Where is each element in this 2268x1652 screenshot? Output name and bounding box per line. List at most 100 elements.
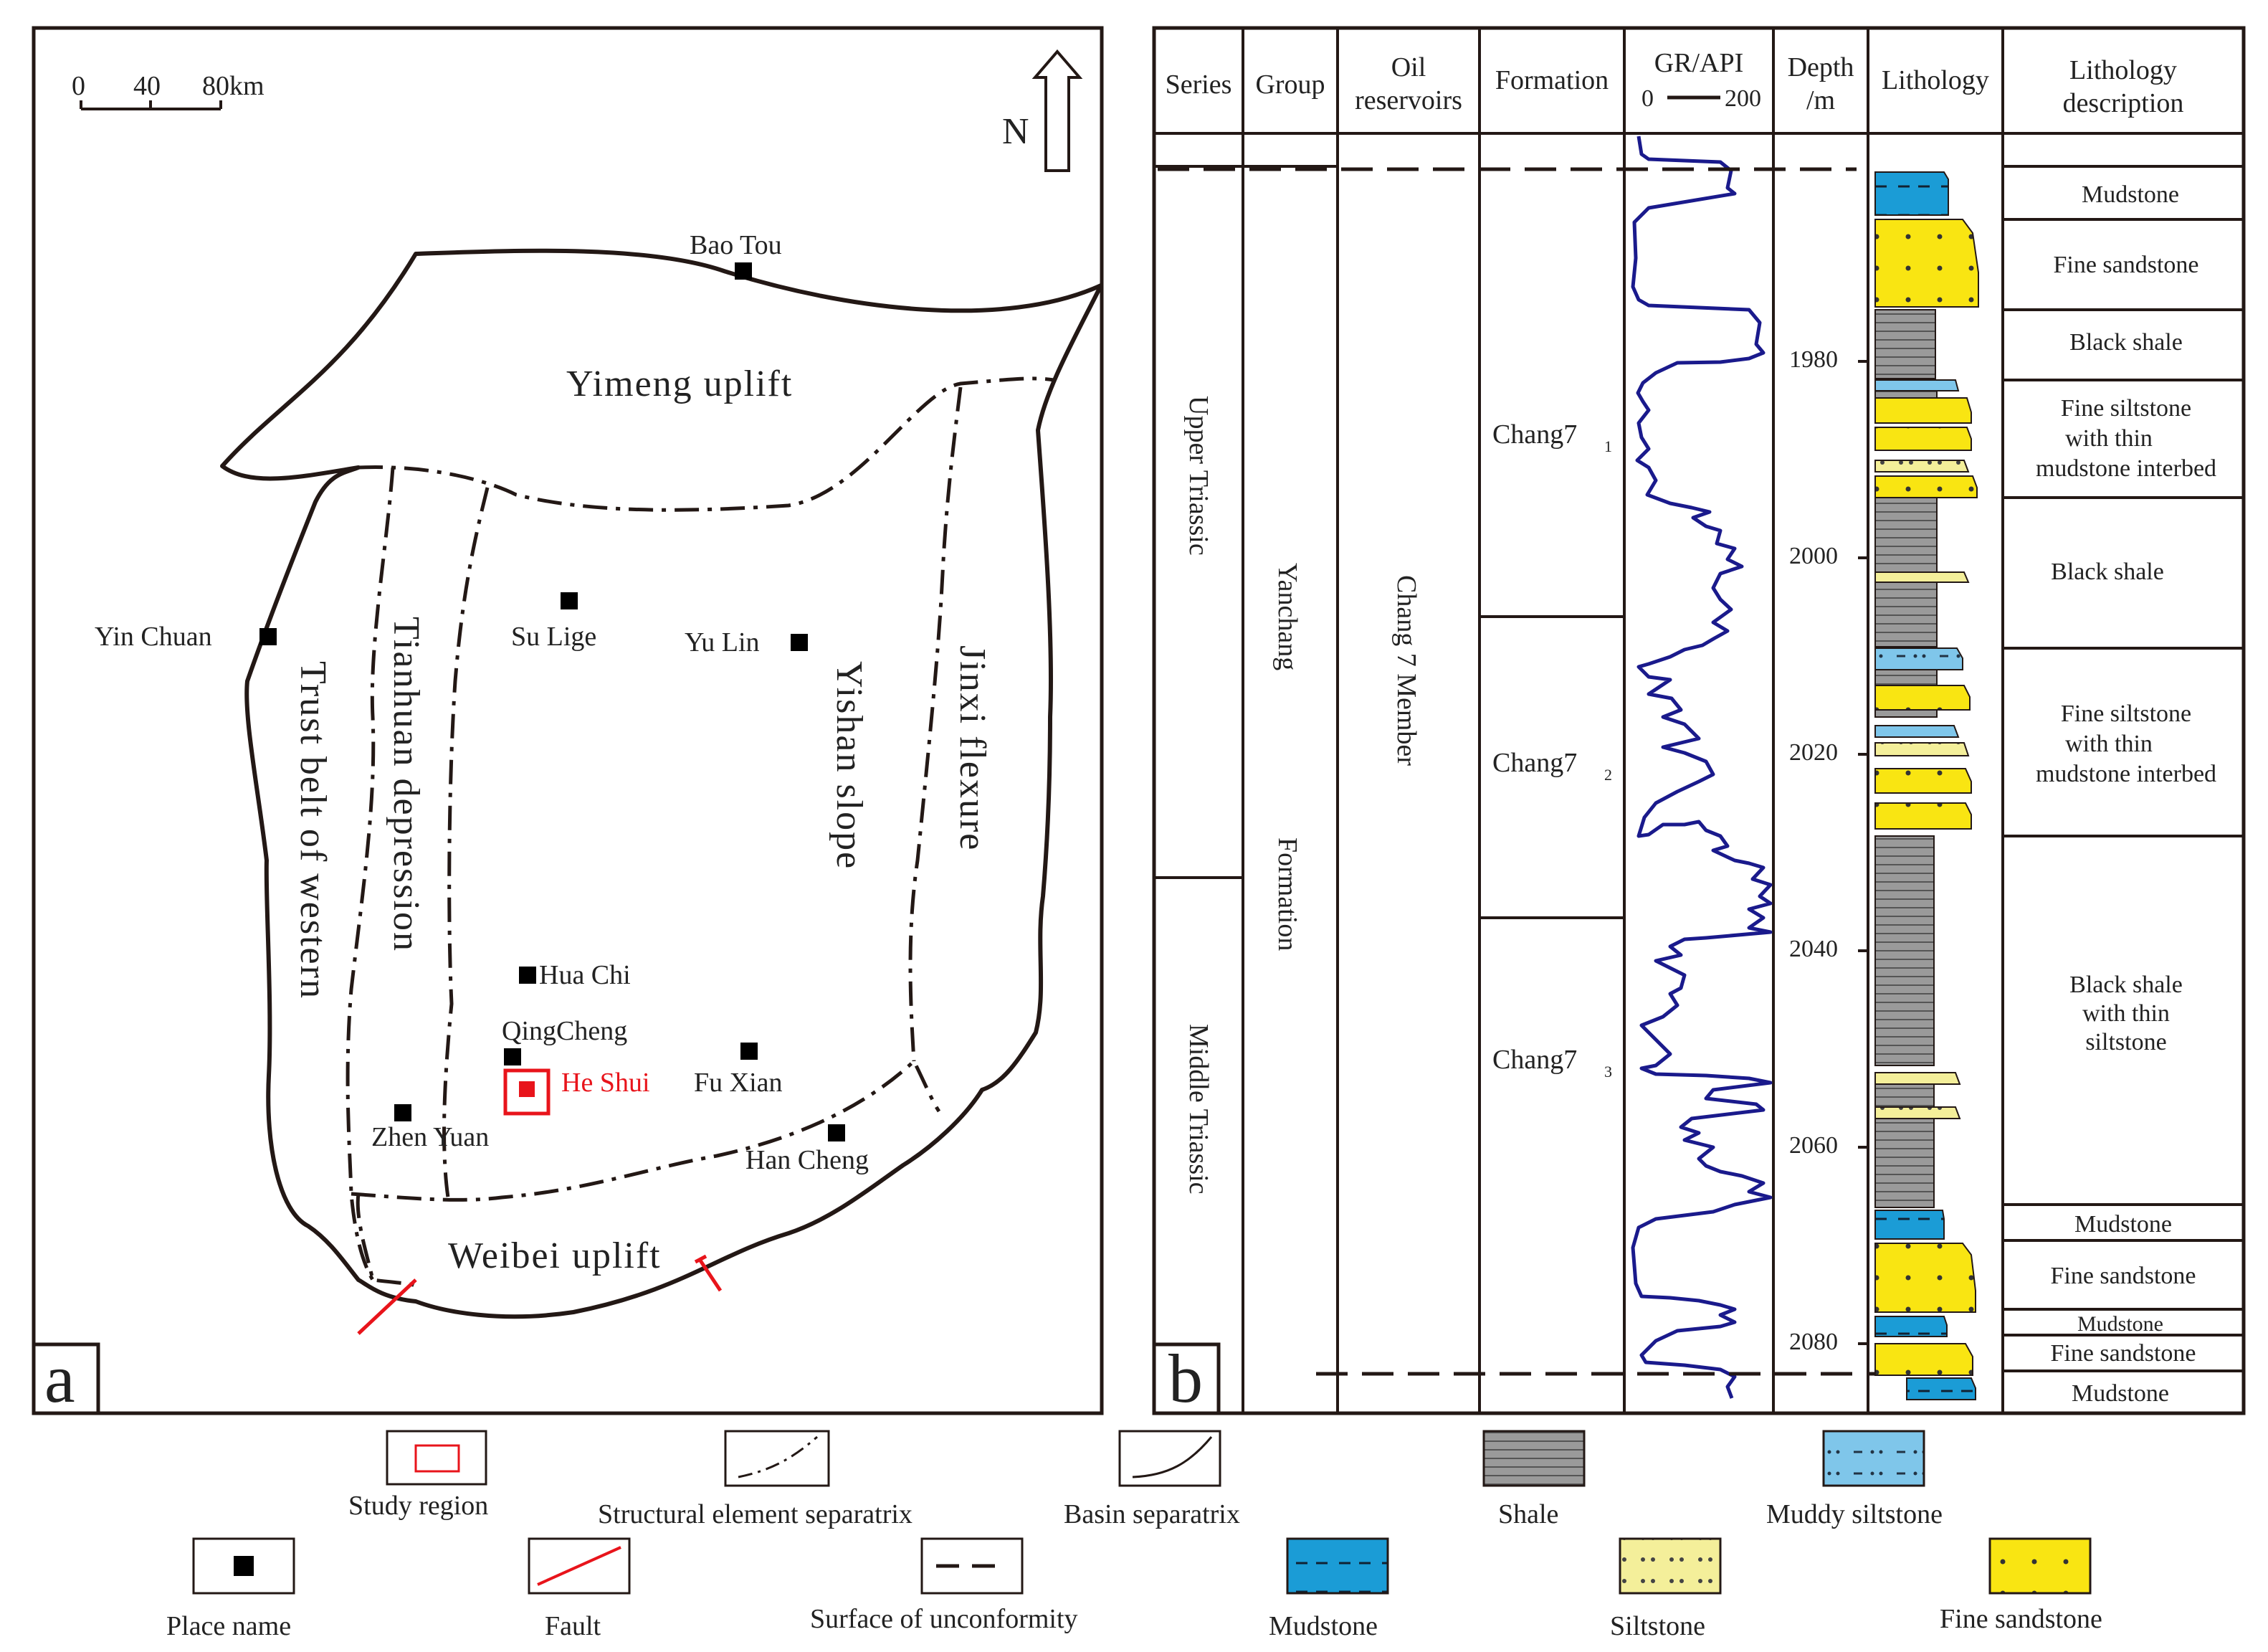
legend-unconformity-label: Surface of unconformity bbox=[810, 1604, 1078, 1634]
formation-sub: 2 bbox=[1604, 766, 1612, 784]
place-marker-fu-xian bbox=[740, 1043, 758, 1060]
legend-muddy-siltstone: Muddy siltstone bbox=[1766, 1430, 1943, 1529]
litho-fine-sandstone bbox=[1874, 802, 1972, 830]
place-name-icon bbox=[234, 1556, 254, 1576]
region-tianhuan-depression: Tianhuan depression bbox=[386, 617, 427, 952]
litho-shale bbox=[1874, 669, 1938, 686]
place-su-lige: Su Lige bbox=[511, 622, 596, 652]
place-han-cheng: Han Cheng bbox=[745, 1145, 869, 1175]
litho-muddy-siltstone bbox=[1874, 647, 1963, 670]
map-frame bbox=[32, 26, 1104, 1415]
separatrix-yishan-jinxi bbox=[908, 386, 963, 1062]
header-oil-1: Oil bbox=[1391, 52, 1426, 82]
header-lithology: Lithology bbox=[1882, 65, 1989, 95]
depth-tick-2020: 2020 bbox=[1789, 739, 1838, 766]
litho-siltstone bbox=[1874, 1106, 1961, 1119]
separatrix-weibei-west bbox=[356, 1193, 418, 1288]
place-marker-hua-chi bbox=[519, 967, 536, 984]
legend: Study region Structural element separatr… bbox=[166, 1430, 2102, 1641]
legend-mudstone: Mudstone bbox=[1269, 1537, 1389, 1641]
desc-black-shale-2: Black shale bbox=[2051, 559, 2164, 585]
depth-tick-2040: 2040 bbox=[1789, 936, 1838, 962]
legend-shale-label: Shale bbox=[1498, 1499, 1558, 1529]
north-label: N bbox=[1002, 111, 1031, 152]
legend-basin: Basin separatrix bbox=[1064, 1430, 1240, 1529]
separatrix-yimeng-south bbox=[358, 376, 1054, 512]
legend-siltstone: Siltstone bbox=[1610, 1537, 1722, 1641]
place-hua-chi: Hua Chi bbox=[539, 960, 631, 990]
legend-structural-label: Structural element separatrix bbox=[598, 1499, 913, 1529]
desc-black-shale-siltstone-line3: siltstone bbox=[2085, 1029, 2166, 1055]
desc-fine-sandstone-2: Fine sandstone bbox=[2050, 1263, 2196, 1289]
mudstone-swatch bbox=[1286, 1537, 1389, 1595]
fault-east-cap bbox=[694, 1254, 707, 1264]
depth-tick-2000: 2000 bbox=[1789, 543, 1838, 569]
place-marker-qing-cheng bbox=[504, 1048, 521, 1065]
litho-shale bbox=[1874, 309, 1936, 379]
place-marker-han-cheng bbox=[828, 1124, 845, 1141]
litho-shale bbox=[1874, 835, 1935, 1066]
desc-black-shale-siltstone-line2: with thin bbox=[2082, 1000, 2170, 1027]
panel-a-label: a bbox=[44, 1340, 75, 1417]
place-marker-su-lige bbox=[561, 592, 578, 609]
gr-log-curve bbox=[1631, 136, 1773, 1399]
separatrix-trust-tianhuan bbox=[346, 467, 395, 1281]
depth-axis: 1980 2000 2020 2040 2060 2080 bbox=[1789, 346, 1868, 1355]
basin-outline bbox=[220, 248, 1103, 1319]
legend-basin-label: Basin separatrix bbox=[1064, 1499, 1240, 1529]
oil-reservoir-chang7: Chang 7 Member bbox=[1391, 575, 1421, 766]
litho-siltstone bbox=[1874, 1072, 1961, 1085]
series-upper-triassic: Upper Triassic bbox=[1183, 396, 1214, 556]
desc-fine-siltstone-2-line3: mudstone interbed bbox=[2036, 761, 2216, 787]
litho-siltstone bbox=[1874, 571, 1970, 583]
litho-shale bbox=[1874, 390, 1938, 399]
study-region-box bbox=[503, 1068, 551, 1116]
header-depth-1: Depth bbox=[1788, 52, 1854, 82]
litho-mudstone bbox=[1906, 1377, 1976, 1400]
litho-fine-sandstone bbox=[1874, 397, 1972, 424]
desc-black-shale: Black shale bbox=[2069, 329, 2183, 356]
litho-shale bbox=[1874, 1118, 1935, 1208]
desc-fine-siltstone-2-line1: Fine siltstone bbox=[2061, 701, 2191, 727]
legend-fault-label: Fault bbox=[545, 1611, 601, 1641]
column-frame bbox=[1152, 26, 2246, 1415]
scale-bar: 0 40 80km bbox=[72, 71, 265, 110]
panel-b-label-box bbox=[1152, 1342, 1221, 1415]
litho-siltstone bbox=[1874, 742, 1970, 756]
legend-shale: Shale bbox=[1482, 1430, 1586, 1529]
place-he-shui: He Shui bbox=[561, 1068, 650, 1098]
legend-place-name: Place name bbox=[166, 1537, 295, 1641]
litho-shale bbox=[1874, 709, 1938, 718]
legend-fault: Fault bbox=[528, 1537, 631, 1641]
basin-separatrix-icon bbox=[1132, 1436, 1213, 1478]
fine-sandstone-swatch bbox=[1988, 1537, 2092, 1595]
desc-fine-sandstone-3: Fine sandstone bbox=[2050, 1340, 2196, 1367]
lithology-log bbox=[1874, 171, 1979, 1400]
legend-mudstone-label: Mudstone bbox=[1269, 1611, 1378, 1641]
litho-shale bbox=[1874, 581, 1938, 647]
region-yishan-slope: Yishan slope bbox=[829, 661, 869, 870]
scale-tick-80km: 80km bbox=[202, 71, 265, 101]
legend-unconformity: Surface of unconformity bbox=[810, 1537, 1078, 1634]
group-formation: Formation bbox=[1272, 837, 1302, 951]
scale-tick-0: 0 bbox=[72, 71, 85, 101]
depth-tick-1980: 1980 bbox=[1789, 346, 1838, 373]
header-desc-1: Lithology bbox=[2069, 55, 2177, 85]
legend-study-region: Study region bbox=[348, 1430, 488, 1521]
formation-chang7-1: Chang7 1 bbox=[1492, 419, 1612, 455]
litho-mudstone bbox=[1874, 1316, 1948, 1337]
desc-mudstone-3: Mudstone bbox=[2077, 1312, 2163, 1336]
depth-tick-2080: 2080 bbox=[1789, 1329, 1838, 1355]
legend-fine-sandstone-label: Fine sandstone bbox=[1940, 1604, 2102, 1634]
region-weibei-uplift: Weibei uplift bbox=[448, 1235, 662, 1276]
place-yin-chuan: Yin Chuan bbox=[95, 622, 212, 652]
region-yimeng-uplift: Yimeng uplift bbox=[566, 364, 793, 404]
desc-fine-sandstone: Fine sandstone bbox=[2053, 252, 2198, 278]
header-series: Series bbox=[1166, 70, 1232, 100]
panel-a-label-box bbox=[32, 1342, 100, 1415]
header-gr-max: 200 bbox=[1725, 85, 1761, 112]
shale-swatch bbox=[1482, 1430, 1586, 1487]
region-jinxi-flexure: Jinxi flexure bbox=[952, 645, 993, 851]
desc-mudstone-4: Mudstone bbox=[2072, 1380, 2169, 1407]
